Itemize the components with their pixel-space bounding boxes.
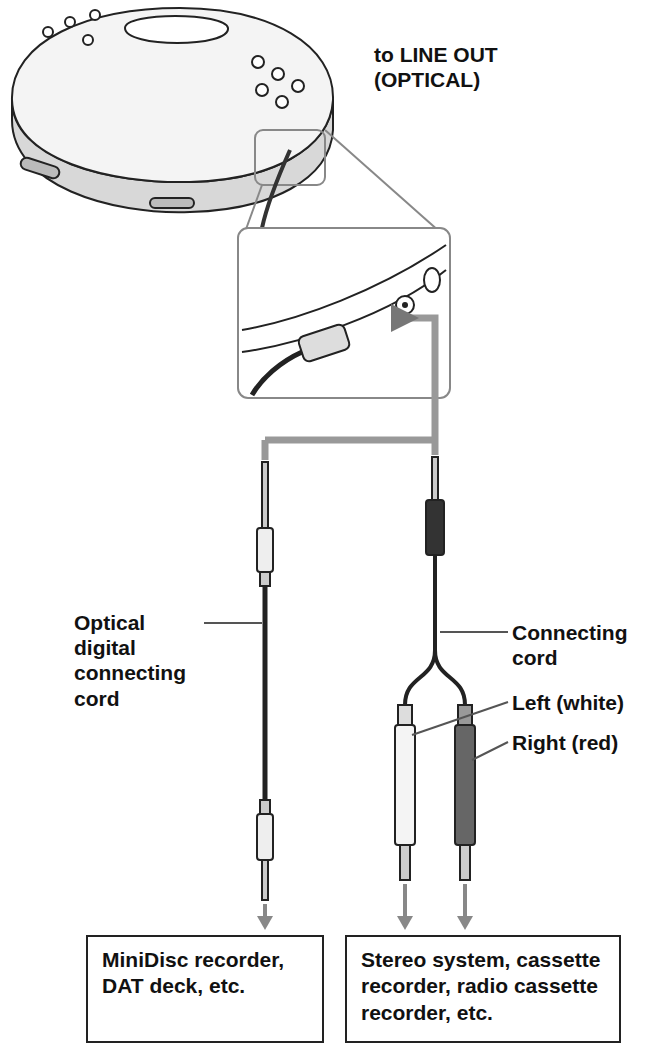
optical-cord bbox=[257, 462, 273, 900]
device-label: MiniDisc recorder, DAT deck, etc. bbox=[102, 947, 308, 1000]
part-label: to LINE OUT (OPTICAL) bbox=[372, 42, 551, 92]
jack-inset bbox=[238, 228, 450, 398]
device-box: MiniDisc recorder, DAT deck, etc. bbox=[86, 935, 324, 1043]
connecting-cord bbox=[395, 457, 475, 880]
part-label: Connecting cord bbox=[510, 620, 659, 670]
part-label: Right (red) bbox=[510, 730, 659, 755]
part-label: Left (white) bbox=[510, 690, 659, 715]
direction-arrow bbox=[257, 884, 473, 930]
leader-line bbox=[162, 623, 508, 760]
part-label: Optical digital connecting cord bbox=[72, 610, 204, 711]
device-box: Stereo system, cassette recorder, radio … bbox=[345, 935, 621, 1043]
device-label: Stereo system, cassette recorder, radio … bbox=[361, 947, 605, 1026]
cd-player bbox=[12, 8, 333, 228]
